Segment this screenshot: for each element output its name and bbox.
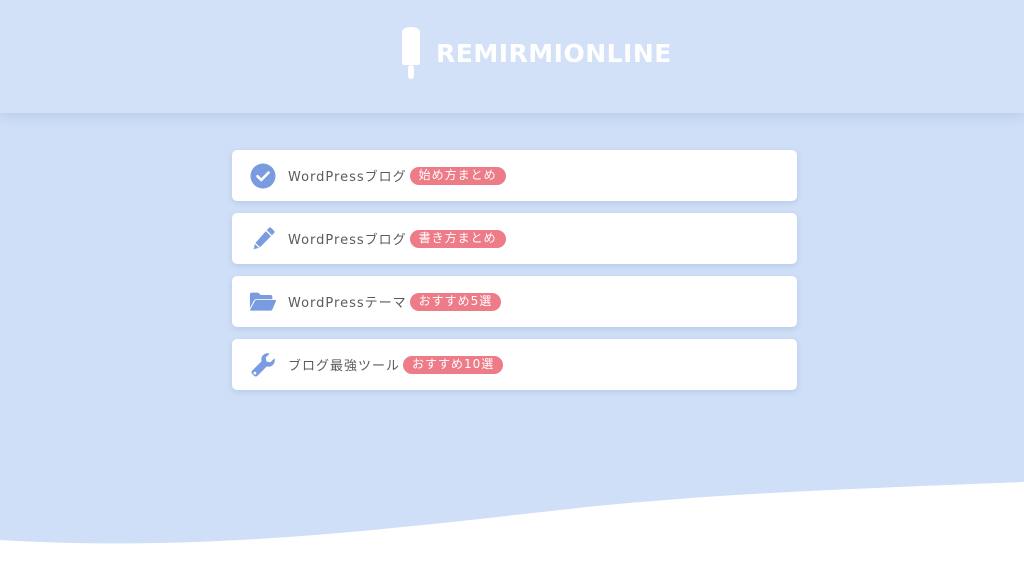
menu-item-themes[interactable]: WordPressテーマ おすすめ5選 [232, 276, 797, 327]
menu-item-label: WordPressブログ [288, 233, 407, 248]
menu-item-badge: 始め方まとめ [409, 166, 506, 185]
popsicle-icon [402, 27, 420, 79]
menu-item-badge: 書き方まとめ [409, 229, 506, 248]
site-header: REMIRMIONLINE [0, 0, 1024, 113]
menu-item-badge: おすすめ10選 [403, 355, 504, 374]
menu-item-writing-guide[interactable]: WordPressブログ 書き方まとめ [232, 213, 797, 264]
menu-item-badge: おすすめ5選 [409, 292, 502, 311]
pencil-icon [249, 225, 277, 253]
folder-open-icon [249, 288, 277, 316]
bottom-wave [0, 482, 1024, 570]
menu-item-label: ブログ最強ツール [288, 359, 401, 374]
menu-list: WordPressブログ 始め方まとめ WordPressブログ 書き方まとめ … [232, 150, 797, 390]
menu-item-start-guide[interactable]: WordPressブログ 始め方まとめ [232, 150, 797, 201]
logo-text: REMIRMIONLINE [436, 38, 672, 68]
check-circle-icon [249, 162, 277, 190]
wrench-icon [249, 351, 277, 379]
menu-item-label: WordPressテーマ [288, 296, 407, 311]
menu-item-tools[interactable]: ブログ最強ツール おすすめ10選 [232, 339, 797, 390]
menu-item-label: WordPressブログ [288, 170, 407, 185]
site-logo[interactable]: REMIRMIONLINE [398, 25, 672, 81]
